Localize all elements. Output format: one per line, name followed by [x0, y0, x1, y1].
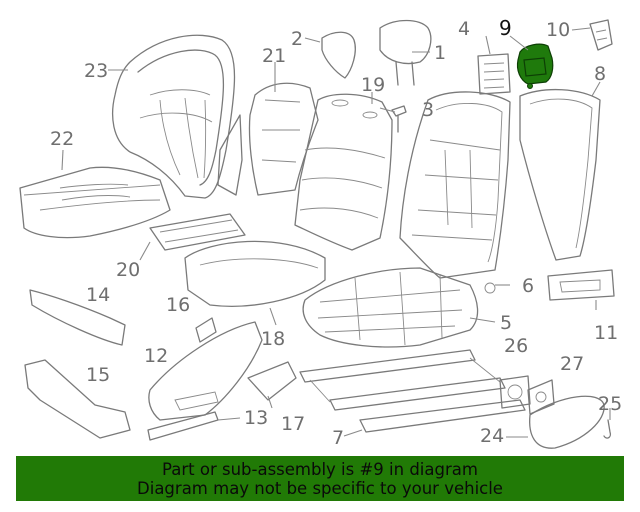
callout-20: 20 [116, 259, 140, 281]
seat-parts-diagram: 23 2 21 1 19 3 4 9 10 8 22 20 6 14 16 5 … [19, 16, 622, 449]
callout-19: 19 [361, 74, 385, 96]
callout-5: 5 [500, 312, 512, 334]
part-14-trim-strip [29, 289, 126, 346]
part-3-bolt [391, 105, 407, 133]
callout-12: 12 [144, 345, 168, 367]
banner-line-2: Diagram may not be specific to your vehi… [137, 479, 503, 498]
callout-21: 21 [262, 45, 286, 67]
part-12-side-trim [148, 321, 263, 421]
callout-11: 11 [594, 322, 618, 344]
callout-2: 2 [291, 28, 303, 50]
part-20-heating-mat [149, 213, 246, 251]
part-25-hook [603, 419, 612, 439]
part-2-headrest-trim [321, 31, 356, 79]
part-24-armrest [529, 395, 605, 449]
callout-8: 8 [594, 63, 606, 85]
callout-3: 3 [422, 99, 434, 121]
callout-9: 9 [499, 16, 512, 40]
banner-line-1: Part or sub-assembly is #9 in diagram [162, 460, 478, 479]
callout-25: 25 [598, 393, 622, 415]
part-info-banner: Part or sub-assembly is #9 in diagram Di… [16, 456, 624, 501]
part-26-module [499, 375, 531, 409]
callout-labels: 23 2 21 1 19 3 4 9 10 8 22 20 6 14 16 5 … [50, 16, 622, 449]
part-10-clip [589, 19, 613, 51]
part-9-highlighted-module [516, 43, 554, 89]
part-11-control-panel [547, 269, 615, 301]
part-27-cover [527, 379, 555, 415]
callout-13: 13 [244, 407, 268, 429]
part-1-headrest [379, 19, 432, 86]
callout-7: 7 [332, 427, 344, 449]
callout-22: 22 [50, 128, 74, 150]
part-18-cushion-pad [184, 240, 326, 307]
callout-6: 6 [522, 275, 534, 297]
part-19-backrest-upholstery [294, 93, 393, 251]
part-7-seat-rails [299, 349, 526, 433]
callout-26: 26 [504, 335, 528, 357]
seat-back-frame [399, 91, 511, 279]
part-8-rear-panel [519, 88, 601, 261]
part-4-lumbar-panel [477, 53, 511, 95]
callout-23: 23 [84, 60, 108, 82]
callout-16: 16 [166, 294, 190, 316]
callout-27: 27 [560, 353, 584, 375]
part-13-trim-strip [147, 411, 219, 441]
callout-18: 18 [261, 328, 285, 350]
part-5-seat-frame [302, 267, 496, 348]
callout-15: 15 [86, 364, 110, 386]
part-15-side-cover [24, 359, 131, 439]
part-22-seat-cushion [19, 166, 171, 239]
callout-1: 1 [434, 42, 446, 64]
part-23-seatback-cushion [112, 34, 236, 199]
part-21-backrest-pad [217, 82, 319, 196]
callout-4: 4 [458, 18, 470, 40]
callout-14: 14 [86, 284, 110, 306]
part-16-switch [195, 317, 217, 343]
leader-lines [61, 27, 611, 438]
part-17-bracket [247, 361, 297, 401]
callout-17: 17 [281, 413, 305, 435]
callout-24: 24 [480, 425, 504, 447]
callout-10: 10 [546, 19, 570, 41]
